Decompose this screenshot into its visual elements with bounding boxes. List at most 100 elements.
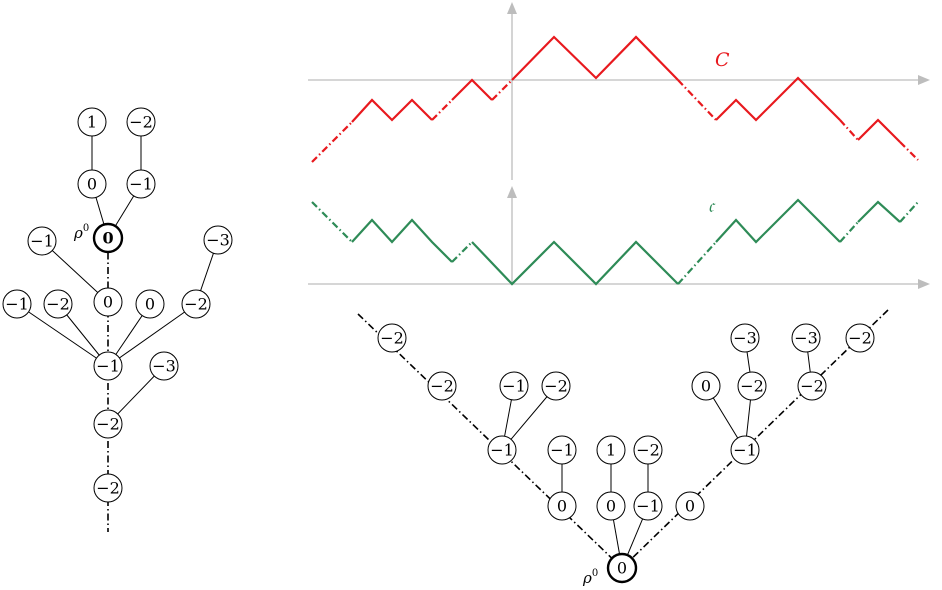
node-value: −2 bbox=[636, 441, 660, 460]
node-value: 1 bbox=[87, 113, 97, 132]
node-value: −2 bbox=[184, 295, 208, 314]
left-tree-edges bbox=[16, 122, 219, 425]
bottom-path-dashed-segment bbox=[451, 241, 473, 263]
top-path-dashed-segment bbox=[311, 121, 353, 163]
node-value: −1 bbox=[129, 175, 153, 194]
tree-node: −2 bbox=[93, 409, 123, 439]
tree-node: −3 bbox=[730, 323, 760, 353]
left-tree: 1 −2 0 −1 0 ρ0 −1 −3 0 0 −2 −1 bbox=[2, 107, 233, 532]
tree-node: 1 bbox=[596, 435, 626, 465]
node-value: 0 bbox=[557, 497, 567, 516]
top-path-dashed-segment bbox=[677, 79, 717, 121]
top-path-solid-segment bbox=[351, 98, 433, 123]
node-value: −2 bbox=[380, 329, 404, 348]
top-path-label: C bbox=[715, 49, 730, 71]
tree-node: −3 bbox=[791, 323, 821, 353]
top-path-solid-segment bbox=[715, 76, 841, 122]
tree-node: 0 bbox=[135, 289, 165, 319]
node-value: 0 bbox=[102, 229, 113, 248]
tree-node: −2 bbox=[427, 371, 457, 401]
node-value: 0 bbox=[701, 377, 711, 396]
tree-node: −2 bbox=[43, 289, 73, 319]
tree-node: −1 bbox=[730, 435, 760, 465]
tree-node: 0 bbox=[547, 491, 577, 521]
tree-node: −3 bbox=[149, 351, 179, 381]
left-tree-root-node: 0 bbox=[92, 222, 124, 254]
tree-node: −1 bbox=[126, 169, 156, 199]
tree-node: −2 bbox=[737, 371, 767, 401]
node-value: −3 bbox=[152, 357, 176, 376]
top-x-axis-arrow bbox=[918, 75, 930, 85]
bottom-x-axis-arrow bbox=[918, 279, 930, 289]
bottom-path-solid-segment bbox=[351, 218, 453, 263]
tree-node: −2 bbox=[181, 289, 211, 319]
tree-node: −1 bbox=[93, 351, 123, 381]
right-root-label: ρ0 bbox=[582, 568, 598, 587]
node-value: −3 bbox=[794, 329, 818, 348]
node-value: −1 bbox=[502, 377, 526, 396]
node-value: −1 bbox=[636, 497, 660, 516]
right-tree-right-spine bbox=[621, 309, 889, 569]
tree-node: 1 bbox=[77, 107, 107, 137]
tree-node: −3 bbox=[203, 225, 233, 255]
node-value: −2 bbox=[848, 329, 872, 348]
tree-node: −1 bbox=[633, 491, 663, 521]
bottom-path-solid-segment bbox=[857, 200, 901, 223]
node-value: −2 bbox=[740, 377, 764, 396]
tree-node: −1 bbox=[487, 435, 517, 465]
tree-node: 0 bbox=[596, 491, 626, 521]
tree-node: −2 bbox=[126, 107, 156, 137]
bottom-y-axis-arrow bbox=[507, 186, 517, 198]
top-path-dashed-segment bbox=[899, 141, 919, 161]
top-path bbox=[311, 35, 919, 163]
node-value: −2 bbox=[96, 479, 120, 498]
top-y-axis-arrow bbox=[507, 2, 517, 14]
top-path-panel: C bbox=[308, 2, 930, 180]
node-value: −2 bbox=[800, 377, 824, 396]
bottom-path bbox=[311, 198, 919, 286]
node-value: −2 bbox=[430, 377, 454, 396]
left-root-label: ρ0 bbox=[73, 223, 89, 242]
top-path-dashed-segment bbox=[491, 79, 513, 101]
node-value: −3 bbox=[206, 231, 230, 250]
node-value: 0 bbox=[685, 497, 695, 516]
node-value: −1 bbox=[30, 232, 54, 251]
node-value: −2 bbox=[129, 113, 153, 132]
right-tree-root-node: 0 bbox=[606, 552, 638, 584]
top-path-solid-segment bbox=[511, 35, 679, 81]
tree-node: −2 bbox=[377, 323, 407, 353]
node-value: 1 bbox=[606, 441, 616, 460]
bottom-path-dashed-segment bbox=[899, 201, 919, 223]
tree-node: 0 bbox=[691, 371, 721, 401]
tree-node: 0 bbox=[675, 491, 705, 521]
node-value: −3 bbox=[733, 329, 757, 348]
top-path-solid-segment bbox=[857, 118, 901, 143]
node-value: −1 bbox=[96, 357, 120, 376]
tree-node: −2 bbox=[541, 371, 571, 401]
right-tree-left-spine bbox=[357, 313, 623, 569]
bottom-path-dashed-segment bbox=[677, 241, 717, 285]
node-value: −2 bbox=[96, 415, 120, 434]
top-path-solid-segment bbox=[451, 78, 493, 101]
bottom-path-dashed-segment bbox=[311, 201, 353, 243]
right-tree: −2 −2 −1 −2 −1 −1 0 1 0 −2 −1 bbox=[357, 309, 889, 587]
bottom-path-panel: 𝔠 bbox=[308, 186, 930, 289]
node-value: −2 bbox=[544, 377, 568, 396]
bottom-path-solid-segment bbox=[715, 198, 841, 244]
tree-node: −2 bbox=[633, 435, 663, 465]
tree-node: −2 bbox=[797, 371, 827, 401]
top-path-dashed-segment bbox=[431, 99, 453, 121]
tree-node: −1 bbox=[499, 371, 529, 401]
node-value: −1 bbox=[733, 441, 757, 460]
top-path-dashed-segment bbox=[839, 119, 859, 141]
node-value: 0 bbox=[145, 295, 155, 314]
bottom-path-solid-segment bbox=[471, 240, 679, 286]
tree-node: −1 bbox=[27, 226, 57, 256]
bottom-path-dashed-segment bbox=[839, 221, 859, 243]
node-value: 0 bbox=[617, 559, 627, 578]
node-value: 0 bbox=[606, 497, 616, 516]
node-value: −1 bbox=[5, 295, 29, 314]
tree-node: −2 bbox=[845, 323, 875, 353]
node-value: −1 bbox=[550, 441, 574, 460]
